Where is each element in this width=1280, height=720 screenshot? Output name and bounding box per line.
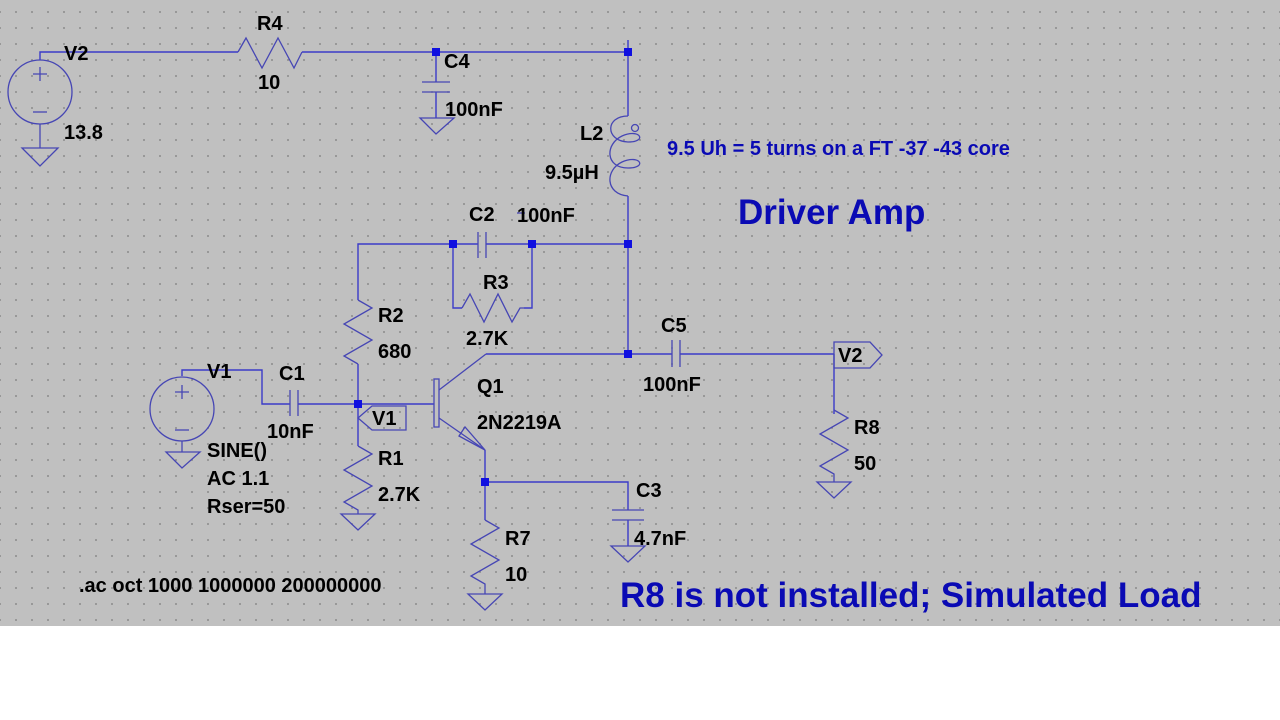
ground-icon bbox=[339, 513, 377, 531]
resistor-r7-icon[interactable] bbox=[469, 519, 501, 594]
blank-area bbox=[0, 626, 1280, 720]
r8-name: R8 bbox=[854, 417, 880, 439]
transistor-base-bar-icon bbox=[433, 378, 440, 428]
wire-v2-r4[interactable] bbox=[39, 51, 238, 60]
l2-value: 9.5µH bbox=[545, 162, 599, 184]
ground-icon bbox=[609, 545, 647, 563]
v1-rser: Rser=50 bbox=[207, 496, 285, 518]
v2-name: V2 bbox=[64, 43, 88, 65]
polarity-dot-icon bbox=[630, 123, 640, 133]
net-label-v1[interactable]: V1 bbox=[357, 405, 407, 431]
load-note: R8 is not installed; Simulated Load bbox=[620, 576, 1201, 615]
emitter-lead bbox=[438, 417, 486, 451]
junction-supply bbox=[624, 48, 632, 56]
wire-emitter-c3[interactable] bbox=[485, 481, 629, 510]
collector-lead bbox=[438, 353, 487, 391]
transistor-q1[interactable] bbox=[433, 353, 487, 451]
emitter-arrow-icon bbox=[458, 425, 486, 451]
l2-name: L2 bbox=[580, 123, 603, 145]
q1-name: Q1 bbox=[477, 376, 504, 398]
resistor-r2-icon[interactable] bbox=[342, 299, 374, 365]
r8-value: 50 bbox=[854, 453, 876, 475]
wire-r3-left[interactable] bbox=[452, 244, 462, 309]
r4-value: 10 bbox=[258, 72, 280, 94]
plus-icon bbox=[175, 385, 189, 399]
capacitor-c3[interactable] bbox=[609, 509, 647, 563]
c3-name: C3 bbox=[636, 480, 662, 502]
ground-icon bbox=[164, 451, 202, 469]
capacitor-icon bbox=[422, 81, 450, 93]
resistor-r8-icon[interactable] bbox=[818, 409, 850, 482]
inductor-note: 9.5 Uh = 5 turns on a FT -37 -43 core bbox=[667, 138, 1010, 160]
r2-name: R2 bbox=[378, 305, 404, 327]
wire-v1-c1[interactable] bbox=[181, 369, 290, 405]
voltage-source-v1[interactable] bbox=[149, 376, 215, 469]
junction-emitter bbox=[481, 478, 489, 486]
capacitor-c4[interactable] bbox=[418, 81, 456, 135]
junction-c2-right bbox=[528, 240, 536, 248]
capacitor-c2-icon[interactable] bbox=[477, 232, 487, 258]
wires bbox=[39, 40, 835, 546]
capacitor-icon bbox=[612, 509, 644, 521]
junction-c2-left bbox=[449, 240, 457, 248]
wire-r2-c2[interactable] bbox=[357, 243, 478, 300]
r2-value: 680 bbox=[378, 341, 411, 363]
voltage-source-v2[interactable] bbox=[7, 59, 73, 167]
c3-value: 4.7nF bbox=[634, 528, 686, 550]
c5-value: 100nF bbox=[643, 374, 701, 396]
plus-icon bbox=[33, 67, 47, 81]
ground-icon bbox=[466, 593, 504, 611]
r7-value: 10 bbox=[505, 564, 527, 586]
v1-ac: AC 1.1 bbox=[207, 468, 269, 490]
capacitor-c1-icon[interactable] bbox=[289, 390, 299, 416]
r4-name: R4 bbox=[257, 13, 283, 35]
r3-value: 2.7K bbox=[466, 328, 509, 350]
r1-value: 2.7K bbox=[378, 484, 421, 506]
v1-value: SINE() bbox=[207, 440, 267, 462]
schematic-svg: V2 13.8 R4 10 C4 100nF L2 9.5µH 9.5 Uh =… bbox=[7, 13, 1201, 615]
r7-name: R7 bbox=[505, 528, 531, 550]
ground-icon bbox=[815, 481, 853, 499]
wire-r3-right[interactable] bbox=[524, 244, 533, 309]
ground-icon bbox=[418, 117, 456, 135]
r3-name: R3 bbox=[483, 272, 509, 294]
net-label-v1-text: V1 bbox=[372, 408, 396, 430]
schematic-title: Driver Amp bbox=[738, 193, 925, 232]
c4-value: 100nF bbox=[445, 99, 503, 121]
c2-name: C2 bbox=[469, 204, 495, 226]
schematic-canvas[interactable]: V2 13.8 R4 10 C4 100nF L2 9.5µH 9.5 Uh =… bbox=[0, 0, 1280, 626]
junction-collector bbox=[624, 350, 632, 358]
r1-name: R1 bbox=[378, 448, 404, 470]
ground-icon bbox=[20, 147, 60, 167]
capacitor-c5-icon[interactable] bbox=[671, 340, 681, 367]
net-flag-icon bbox=[357, 405, 407, 431]
net-label-v2-text: V2 bbox=[838, 345, 862, 367]
c5-name: C5 bbox=[661, 315, 687, 337]
net-label-v2[interactable]: V2 bbox=[833, 341, 883, 369]
output-port-icon bbox=[833, 341, 883, 369]
inductor-l2[interactable] bbox=[609, 115, 641, 197]
resistor-r4-icon[interactable] bbox=[237, 36, 303, 70]
v2-value: 13.8 bbox=[64, 122, 103, 144]
c4-name: C4 bbox=[444, 51, 470, 73]
q1-value: 2N2219A bbox=[477, 412, 562, 434]
v1-name: V1 bbox=[207, 361, 231, 383]
resistor-r1-icon[interactable] bbox=[342, 445, 374, 514]
inductor-coil-icon bbox=[609, 115, 641, 197]
junction-feedback bbox=[624, 240, 632, 248]
c1-value: 10nF bbox=[267, 421, 314, 443]
c1-name: C1 bbox=[279, 363, 305, 385]
resistor-r3-icon[interactable] bbox=[461, 292, 524, 324]
c2-value: 100nF bbox=[517, 205, 575, 227]
junction-c4 bbox=[432, 48, 440, 56]
junctions bbox=[354, 48, 632, 486]
junction-base bbox=[354, 400, 362, 408]
spice-directive[interactable]: .ac oct 1000 1000000 200000000 bbox=[79, 575, 382, 597]
